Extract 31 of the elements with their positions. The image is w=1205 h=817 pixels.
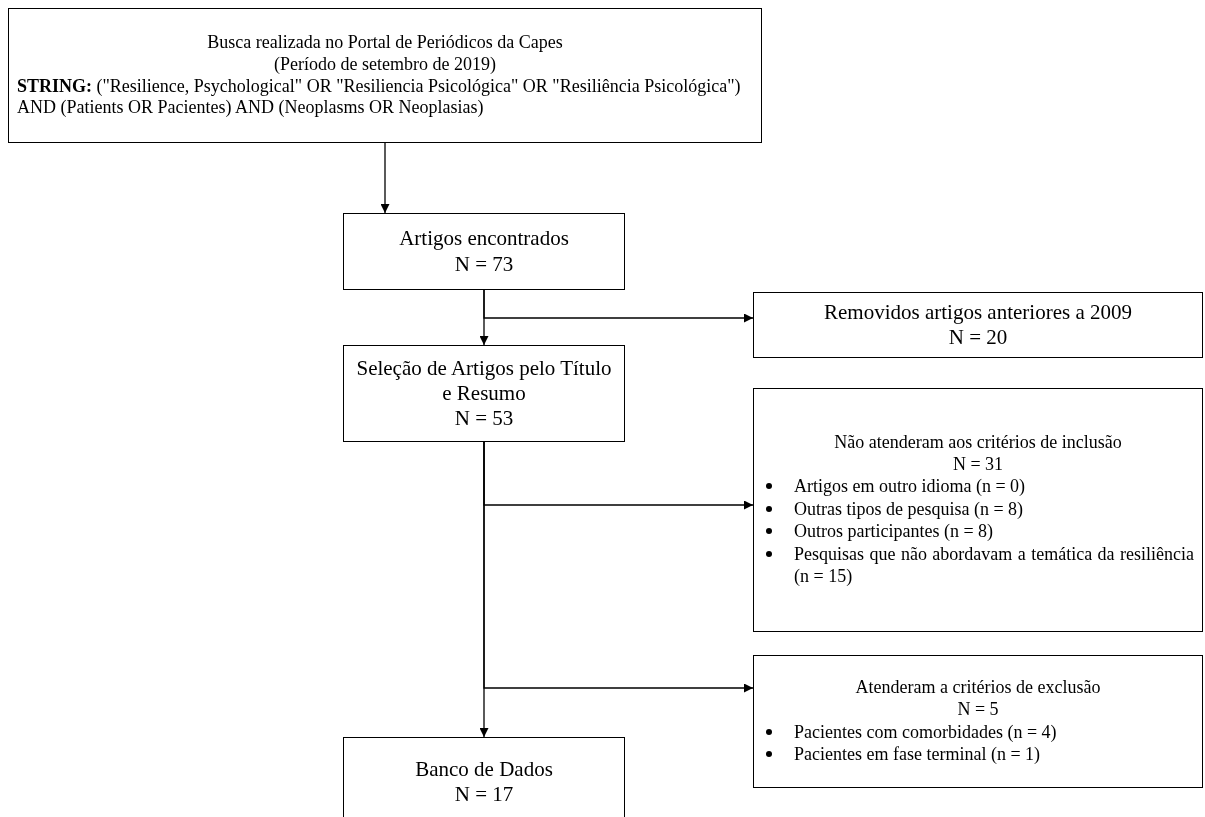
box-text: N = 20 (947, 325, 1009, 351)
box-text: N = 31 (951, 453, 1005, 476)
list-item: Outros participantes (n = 8) (794, 520, 994, 543)
box-text: STRING: ("Resilience, Psychological" OR "Resiliencia Psicológica" OR "Resiliência Psicológica") AND (Patients OR Pacientes) AND (Neoplasms OR Neoplasias) (17, 75, 742, 119)
box-title: Busca realizada no Portal de Periódicos da Capes (206, 32, 564, 54)
process-box (753, 388, 1203, 632)
list-item: Outras tipos de pesquisa (n = 8) (794, 497, 1024, 521)
process-box (8, 8, 762, 143)
list-item: Artigos em outro idioma (n = 0) (794, 475, 1026, 498)
box-text: N = 53 (453, 406, 515, 432)
process-box (753, 655, 1203, 788)
list-item: Pesquisas que não abordavam a temática da resiliência (n = 15) (794, 542, 1194, 588)
box-title: Banco de Dados (414, 756, 554, 782)
box-title: Seleção de Artigos pelo Título e Resumo (355, 355, 613, 407)
box-text: N = 5 (956, 699, 1000, 721)
box-text: N = 73 (453, 251, 515, 277)
box-title: Artigos encontrados (398, 226, 570, 252)
process-box (343, 345, 625, 442)
box-title: Atenderam a critérios de exclusão (854, 677, 1102, 699)
arrow (483, 289, 754, 323)
box-title: Não atenderam aos critérios de inclusão (833, 432, 1123, 454)
list-item: Pacientes em fase terminal (n = 1) (794, 743, 1041, 766)
box-title: Removidos artigos anteriores a 2009 (823, 299, 1133, 325)
process-box (343, 737, 625, 817)
arrow (380, 142, 390, 214)
arrow (483, 441, 754, 693)
list-item: Pacientes com comorbidades (n = 4) (794, 720, 1057, 744)
process-box (753, 292, 1203, 358)
box-text: N = 17 (453, 782, 515, 808)
process-box (343, 213, 625, 290)
box-text: (Período de setembro de 2019) (273, 53, 497, 76)
